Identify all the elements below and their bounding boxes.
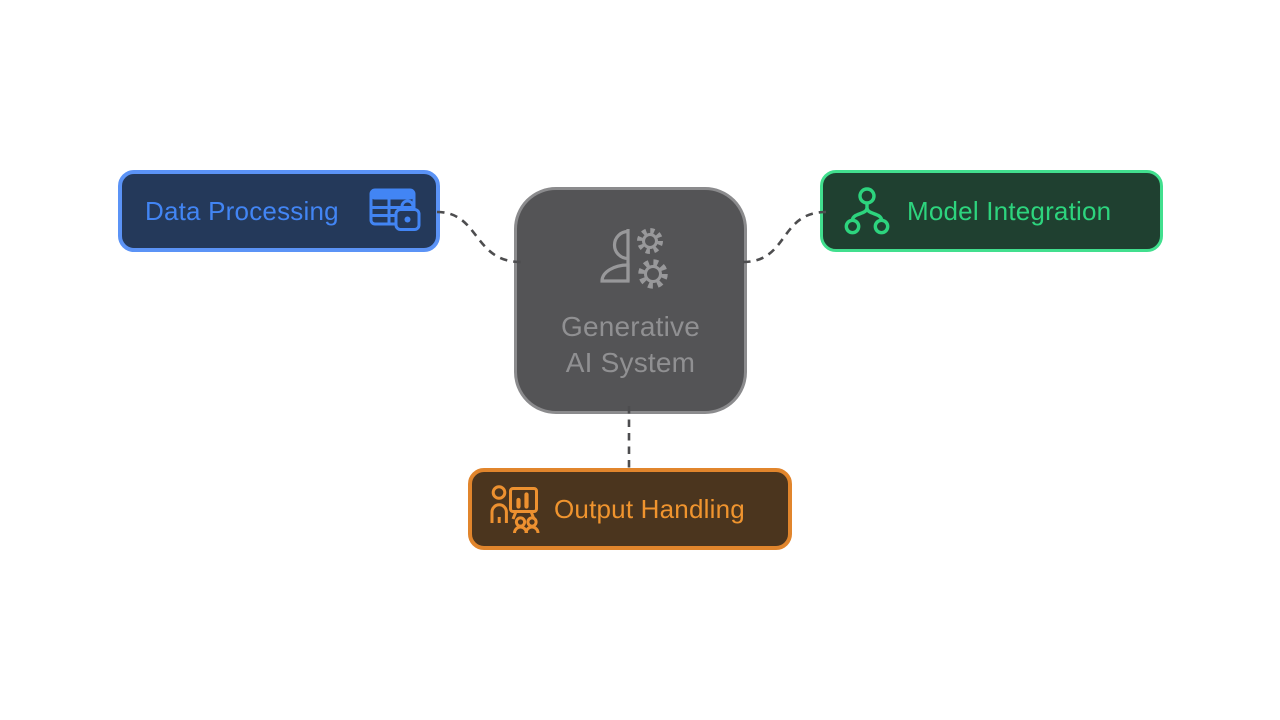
data-processing-label: Data Processing [145,195,339,226]
model-integration-label: Model Integration [907,195,1112,226]
presentation-chart-icon [490,485,540,534]
node-data-processing[interactable]: Data Processing [118,170,440,252]
edge-center-to-model-integration [742,210,827,264]
node-generative-ai-system[interactable]: Generative AI System [514,187,747,414]
secure-data-table-icon [369,188,421,231]
output-handling-label: Output Handling [554,493,745,524]
hierarchy-icon [844,187,890,235]
node-output-handling[interactable]: Output Handling [468,468,792,550]
node-model-integration[interactable]: Model Integration [820,170,1163,252]
person-gears-icon [599,227,668,289]
edge-center-to-data-processing [436,210,522,264]
center-node-label: Generative AI System [561,310,700,378]
